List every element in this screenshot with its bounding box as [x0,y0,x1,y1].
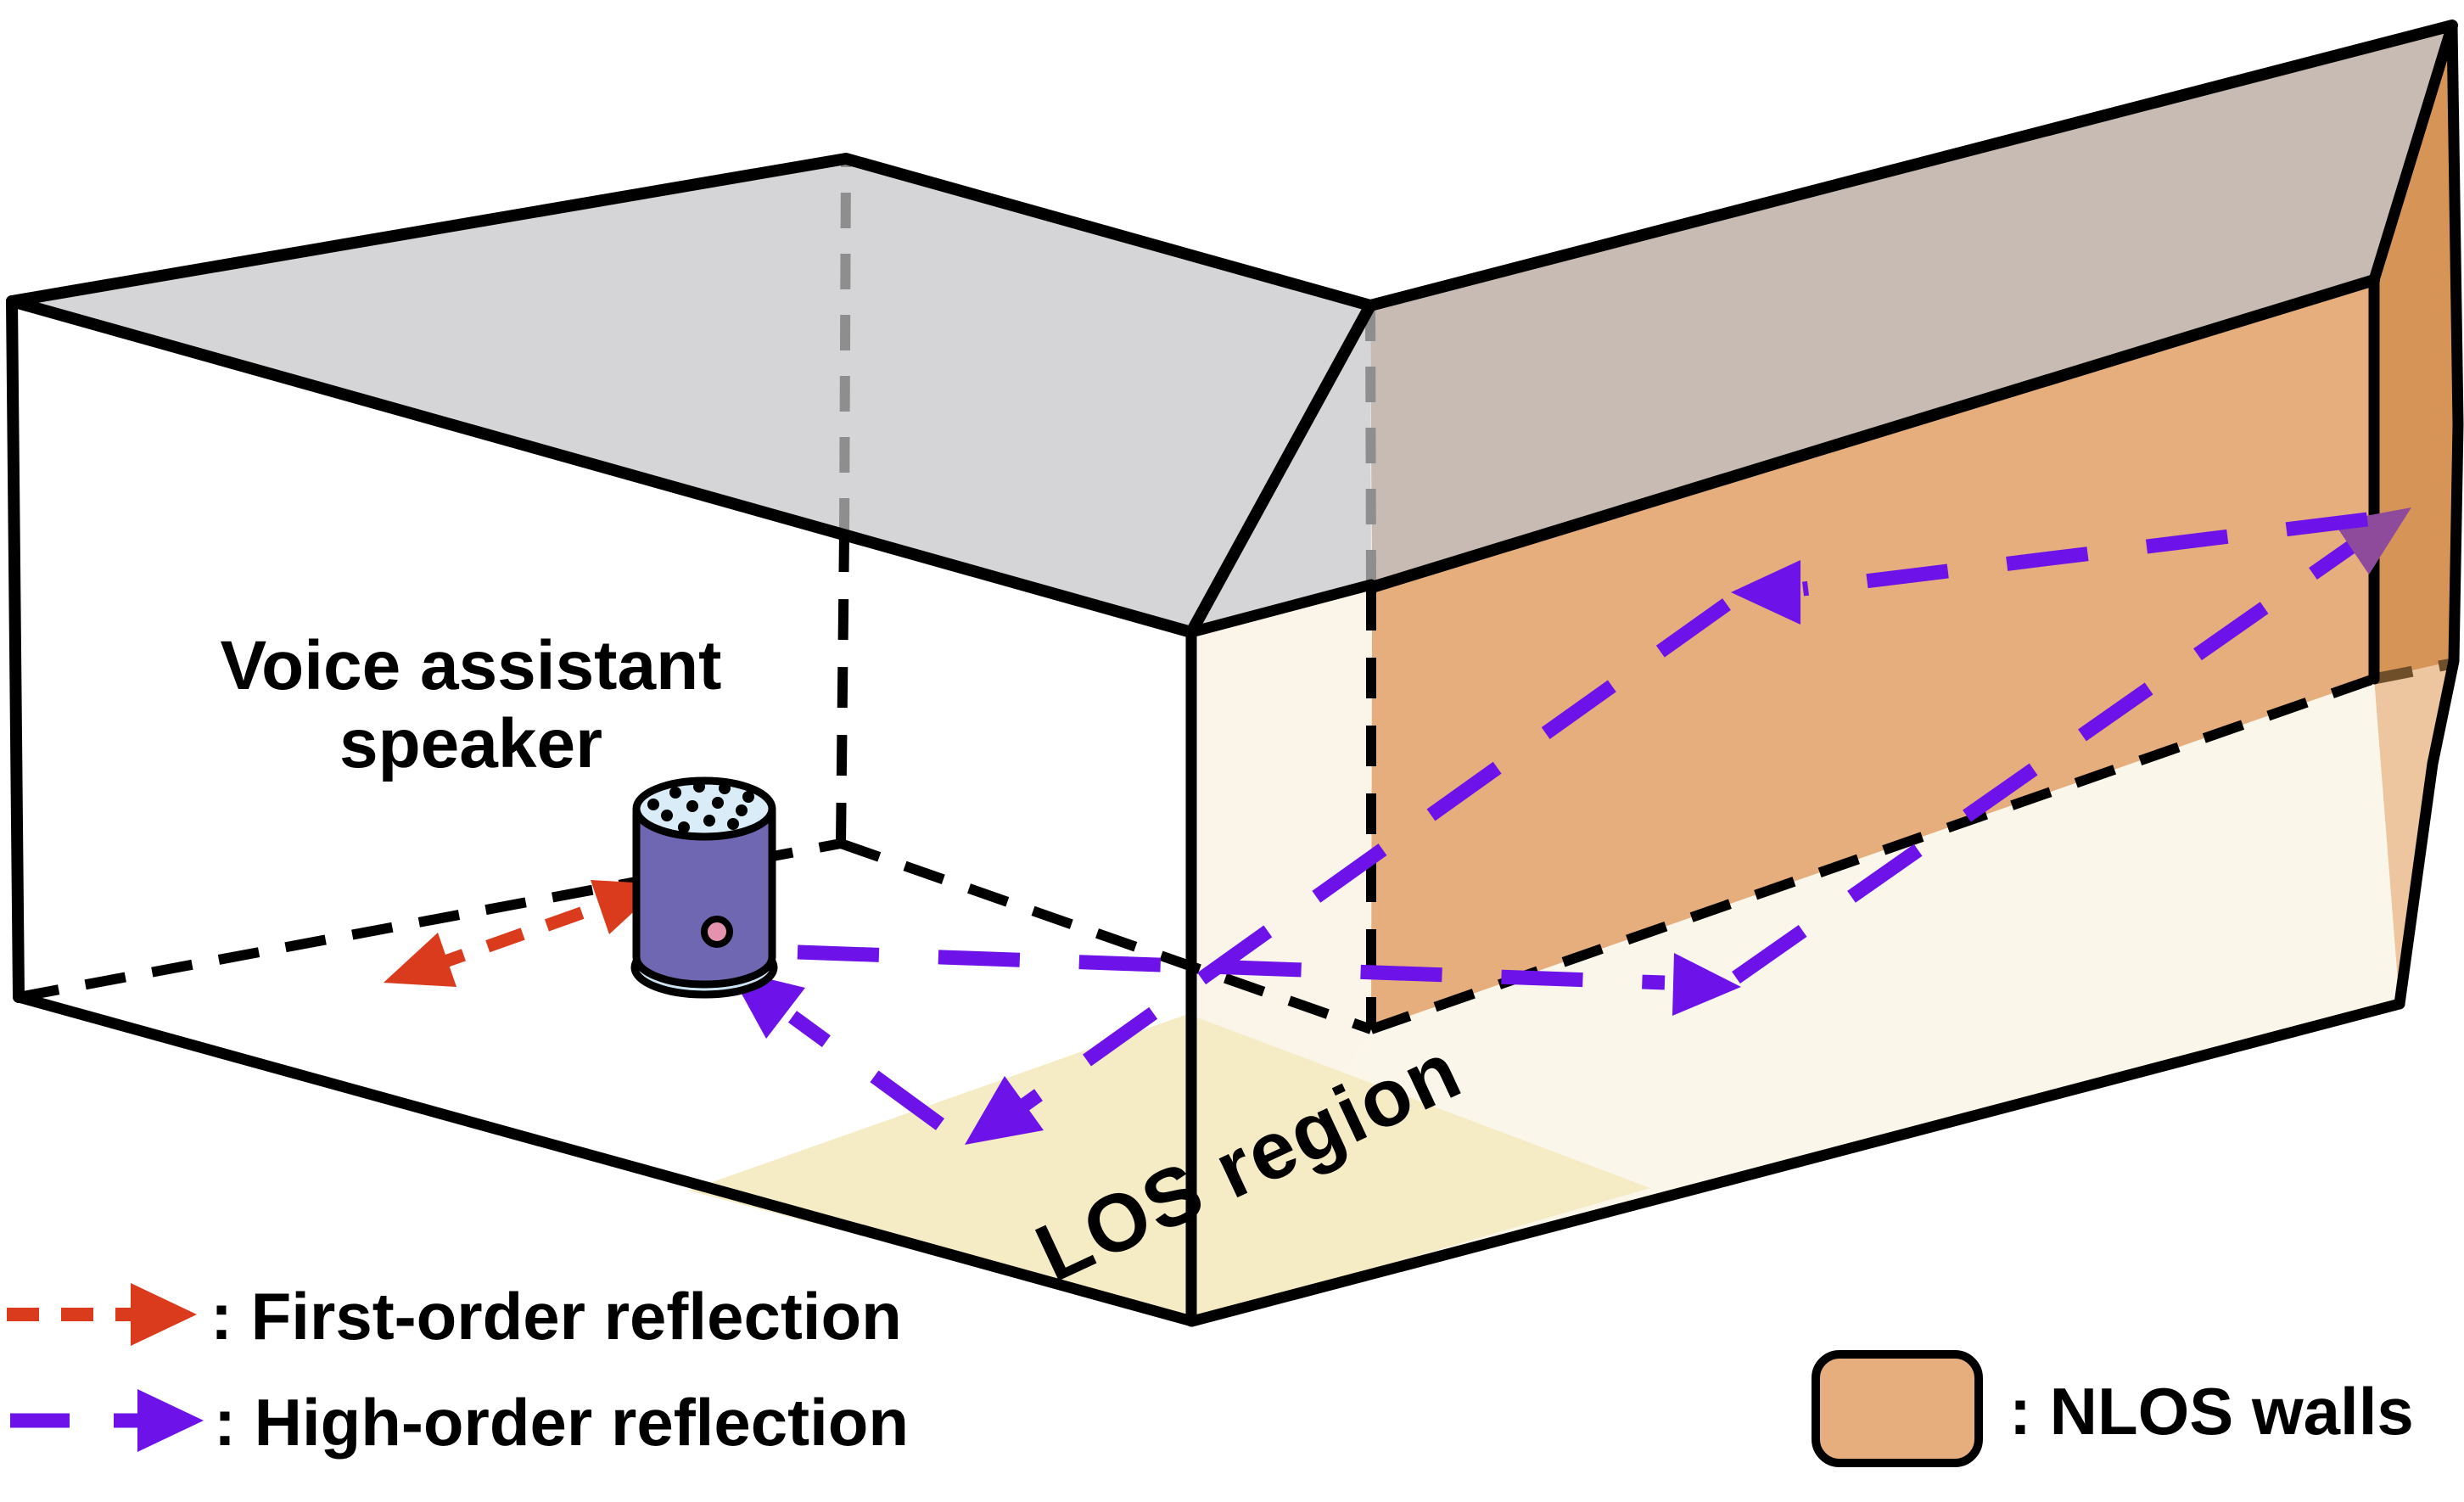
left-room-ceiling [12,159,1371,632]
speaker-body [632,806,776,989]
first-order-ray [426,893,622,974]
voice-assistant-speaker-icon [630,776,778,999]
ray-side-wall-return [1801,512,2369,597]
left-ceiling-front-edge [6,295,1197,638]
ray-los-to-speaker [787,1011,945,1130]
arrowhead-floor-bounce-icon [1672,953,1741,1016]
valley-corner-edge-upper [1365,305,1376,591]
nlos-back-wall [1371,280,2374,1029]
legend-first-order-arrowhead-icon [131,1283,197,1346]
solid-edges [6,20,2464,1327]
doorway-top-edge [1185,579,1377,638]
right-ceiling-top-edge [1364,20,2458,311]
speaker-mic-holes-icon [647,781,754,833]
first-order-reflection-arrow [384,880,664,987]
legend-first-order: : First-order reflection [7,1279,902,1353]
legend-nlos-label: : NLOS walls [2009,1374,2414,1449]
left-floor-right-edge [839,838,1373,1034]
right-room-ceiling [1370,25,2452,587]
left-back-corner-edge-upper [839,158,851,535]
left-ceiling-top-edges [6,153,1376,311]
high-order-reflection-path [728,507,2411,1145]
ray-speaker-to-floor [797,944,1666,990]
legend-nlos-swatch-icon [1812,1350,1983,1467]
speaker-label-line2: speaker [339,705,602,782]
arrowhead-return-left-icon [1731,560,1800,625]
legend-high-order-arrowhead-icon [137,1389,204,1452]
side-wall-floor-edge [2372,658,2454,685]
nlos-wall-floor-edge [1369,674,2376,1034]
ray-descent-to-los [1001,598,1731,1124]
divider-wall-top-edge [1185,300,1376,638]
first-order-arrowhead-left-icon [384,933,456,987]
speaker-button [701,916,733,948]
legend: : First-order reflection : High-order re… [7,1279,2414,1467]
legend-nlos: : NLOS walls [1812,1350,2414,1467]
left-wall-corner-edge [6,295,25,1003]
legend-first-order-label: : First-order reflection [210,1279,902,1353]
speaker-label-line1: Voice assistant [221,627,722,704]
right-floor-front-edge [1186,998,2405,1327]
nlos-wall-top-edge [1366,274,2380,593]
left-floor-front-edge [13,991,1198,1327]
left-back-corner-edge [836,533,849,844]
legend-high-order-label: : High-order reflection [214,1385,909,1460]
arrowhead-los-corner-icon [965,1076,1044,1145]
legend-high-order: : High-order reflection [10,1385,909,1460]
outer-right-edge [2394,20,2464,1010]
